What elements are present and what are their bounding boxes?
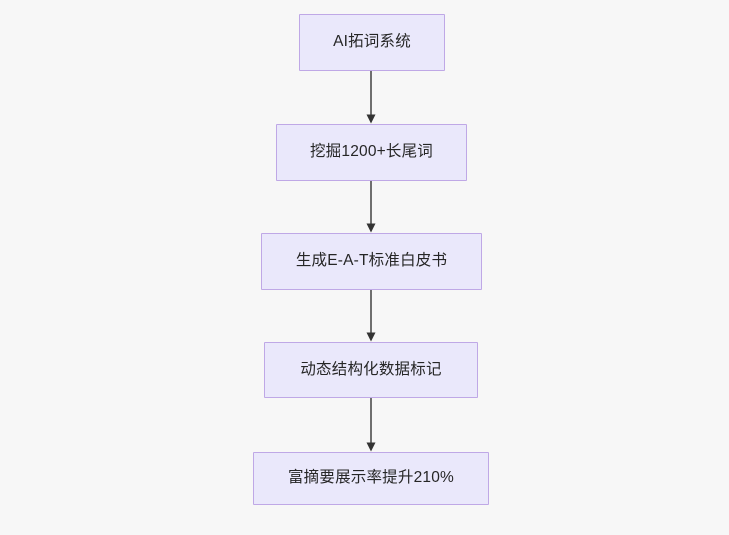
flow-node-generate-eat-whitepaper[interactable]: 生成E-A-T标准白皮书 <box>261 233 482 290</box>
flow-node-mine-longtail-keywords[interactable]: 挖掘1200+长尾词 <box>276 124 467 181</box>
flow-node-label: 动态结构化数据标记 <box>300 360 442 378</box>
flow-node-rich-snippet-uplift[interactable]: 富摘要展示率提升210% <box>253 452 489 505</box>
flow-node-dynamic-structured-data-markup[interactable]: 动态结构化数据标记 <box>264 342 478 398</box>
flow-node-ai-keyword-system[interactable]: AI拓词系统 <box>299 14 445 71</box>
flow-node-label: 生成E-A-T标准白皮书 <box>295 252 448 270</box>
flow-node-label: AI拓词系统 <box>333 33 411 51</box>
flow-node-label: 富摘要展示率提升210% <box>287 469 455 487</box>
flow-node-label: 挖掘1200+长尾词 <box>309 143 434 161</box>
